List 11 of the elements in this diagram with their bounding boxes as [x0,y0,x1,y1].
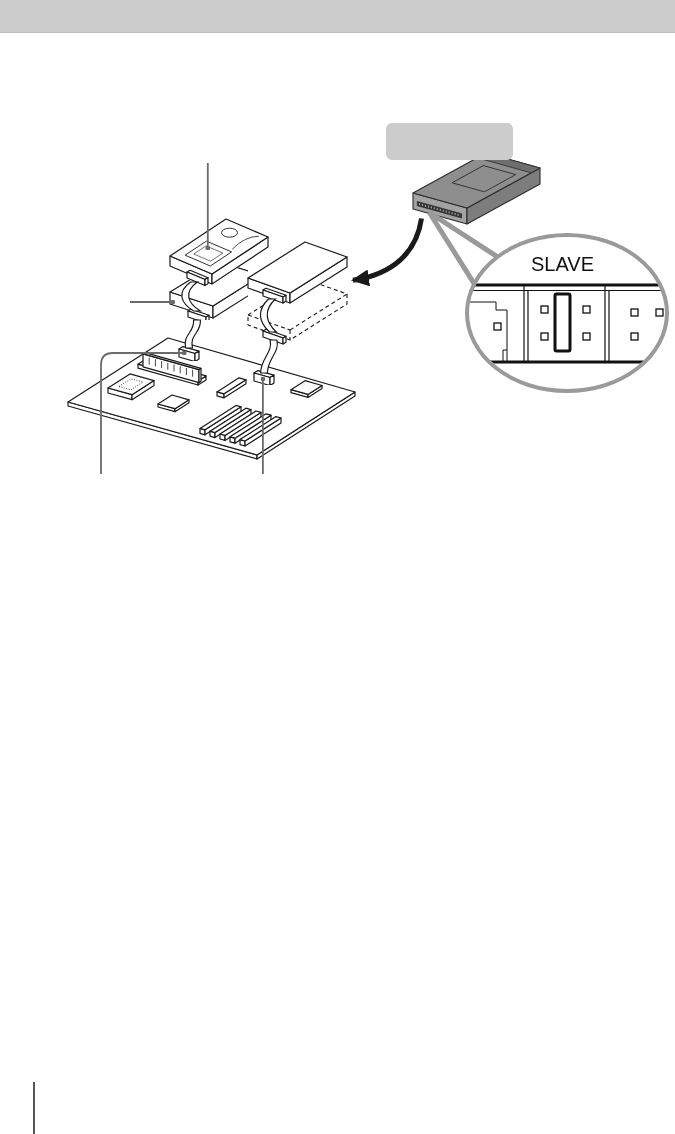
leader-line [129,299,176,305]
curved-arrow [351,218,424,286]
drive-drawing [247,240,349,305]
ribbon-cable [184,319,201,349]
jumper-label: SLAVE [531,254,594,274]
callout-pointer [426,210,500,287]
leader-line [205,162,211,251]
leader-line [260,376,266,475]
ribbon-cable [260,339,278,374]
leader-line [100,350,187,475]
label-plate [386,123,513,160]
